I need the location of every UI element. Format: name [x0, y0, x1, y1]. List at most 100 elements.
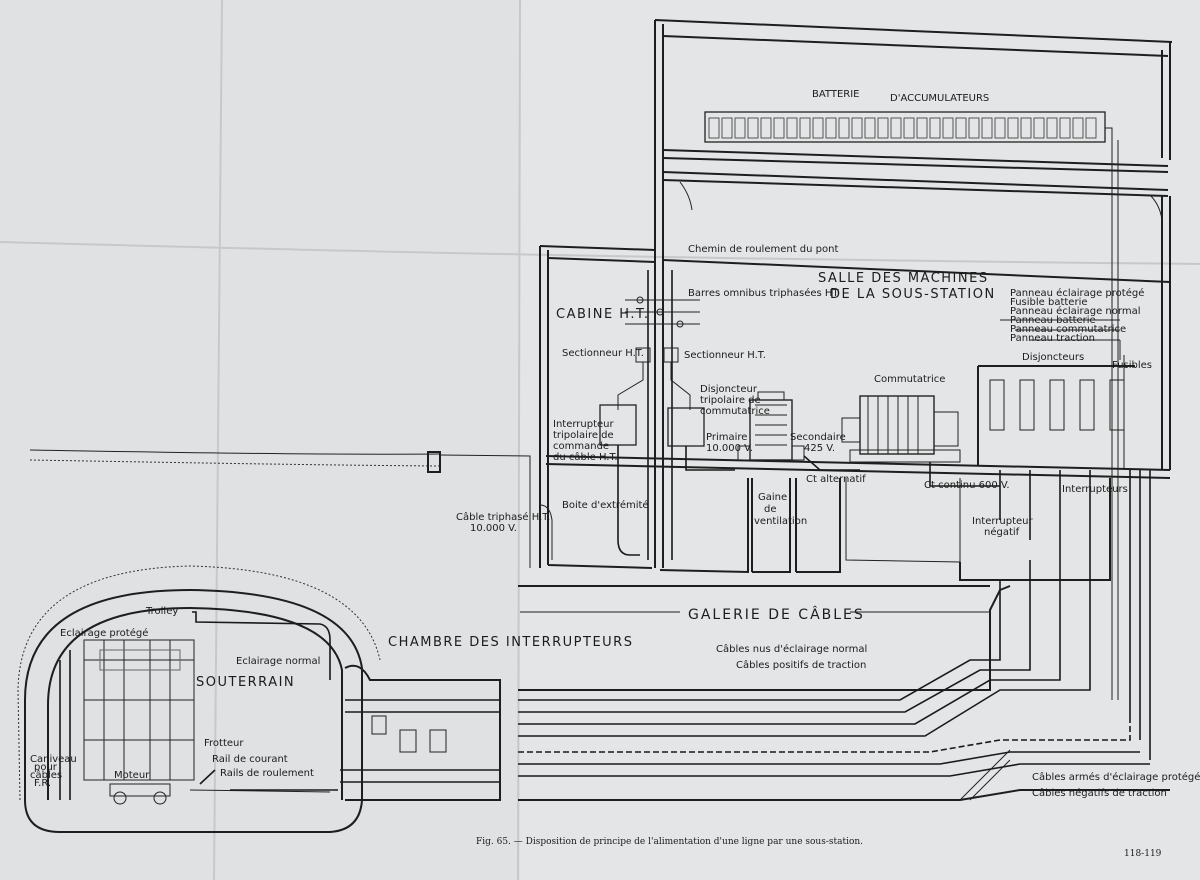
label-gaine-2: de	[764, 504, 777, 515]
label-interrupteur-4: du câble H.T.	[553, 451, 618, 463]
label-chemin-roulement: Chemin de roulement du pont	[688, 244, 838, 255]
label-batterie: BATTERIE	[812, 89, 860, 100]
label-cabine-ht: CABINE H.T.	[556, 307, 650, 322]
battery-cell	[929, 117, 941, 139]
label-chambre: CHAMBRE DES INTERRUPTEURS	[388, 635, 633, 650]
label-cable-triphase-2: 10.000 V.	[470, 523, 517, 534]
battery-cell	[838, 117, 850, 139]
building-structure	[29, 19, 1173, 587]
label-panneau-5: Panneau commutatrice	[1010, 324, 1126, 335]
label-panneau-1: Panneau éclairage protégé	[1010, 287, 1144, 299]
battery-cell	[1085, 117, 1097, 139]
battery-cell	[890, 117, 902, 139]
label-souterrain: SOUTERRAIN	[196, 675, 295, 690]
battery-cell	[903, 117, 915, 139]
labels: BATTERIE D'ACCUMULATEURS Chemin de roule…	[30, 89, 1200, 859]
battery-cell	[1072, 117, 1084, 139]
label-disjoncteur-3: commutatrice	[700, 406, 770, 417]
label-secondaire-1: Secondaire	[790, 432, 846, 443]
battery-cell	[760, 117, 772, 139]
tunnel-section	[17, 565, 381, 833]
battery-cell	[1007, 117, 1019, 139]
label-salle-machines-2: DE LA SOUS-STATION	[830, 287, 996, 302]
switch-chamber	[340, 664, 501, 801]
label-ct-alternatif: Ct alternatif	[806, 474, 866, 485]
panel-switch	[1019, 379, 1035, 431]
rotary-converter	[803, 395, 1000, 487]
label-fusibles: Fusibles	[1112, 360, 1152, 371]
label-barres-omnibus: Barres omnibus triphasées HT	[688, 287, 839, 299]
fold-line-horizontal	[0, 241, 1200, 265]
battery-cell	[968, 117, 980, 139]
label-cable-triphase-1: Câble triphasé H.T.	[456, 511, 550, 523]
figure-caption: Fig. 65. — Disposition de principe de l'…	[476, 837, 863, 847]
battery-cell	[1059, 117, 1071, 139]
ht-cabinet-equipment	[539, 270, 735, 560]
label-panneau-3: Panneau éclairage normal	[1010, 305, 1140, 317]
battery-cell	[799, 117, 811, 139]
battery-cell	[864, 117, 876, 139]
label-primaire-1: Primaire	[706, 432, 747, 443]
label-interrupteurs: Interrupteurs	[1062, 484, 1128, 495]
label-galerie: GALERIE DE CÂBLES	[688, 605, 865, 623]
label-salle-machines-1: SALLE DES MACHINES	[818, 271, 989, 286]
battery-cell	[955, 117, 967, 139]
label-panneau-2: Fusible batterie	[1010, 297, 1088, 308]
label-rails-roulement: Rails de roulement	[220, 768, 314, 779]
battery-cell	[734, 117, 746, 139]
fold-line-vertical-1	[213, 0, 223, 880]
label-interrupteur-1: Interrupteur	[553, 419, 615, 430]
battery-cell	[708, 117, 720, 139]
page-number: 118-119	[1124, 849, 1162, 859]
label-interrupteur-3: commande	[553, 441, 609, 452]
label-ct-continu: Ct continu 600 V.	[924, 480, 1010, 491]
label-caniveau-3: câbles	[30, 769, 62, 781]
label-panneau-6: Panneau traction	[1010, 333, 1095, 344]
battery-cell	[942, 117, 954, 139]
label-commutatrice: Commutatrice	[874, 374, 945, 385]
battery-cell	[994, 117, 1006, 139]
label-gaine-1: Gaine	[758, 492, 787, 503]
label-caniveau-2: pour	[34, 762, 58, 773]
label-interrupteur-negatif-1: Interrupteur	[972, 516, 1034, 527]
label-cables-negatifs: Câbles négatifs de traction	[1032, 787, 1167, 799]
cable-gallery	[518, 560, 1170, 801]
label-sectionneur-left: Sectionneur H.T.	[562, 348, 644, 359]
battery-cell	[812, 117, 824, 139]
label-panneau-4: Panneau batterie	[1010, 315, 1096, 326]
label-frotteur: Frotteur	[204, 738, 244, 749]
label-interrupteur-2: tripolaire de	[553, 430, 614, 441]
label-eclairage-normal: Eclairage normal	[236, 656, 320, 667]
label-rail-courant: Rail de courant	[212, 754, 288, 765]
battery-cell	[825, 117, 837, 139]
battery-cell	[786, 117, 798, 139]
battery-cell	[1046, 117, 1058, 139]
fold-line-vertical-2	[517, 0, 521, 880]
label-caniveau-4: F.R.	[34, 778, 51, 789]
label-caniveau-1: Caniveau	[30, 754, 77, 765]
label-cables-positifs: Câbles positifs de traction	[736, 659, 866, 671]
label-boite-extremite: Boite d'extrémité	[562, 499, 649, 511]
label-disjoncteur-2: tripolaire de	[700, 395, 761, 406]
battery-cell	[721, 117, 733, 139]
label-interrupteur-negatif-2: négatif	[984, 526, 1020, 538]
label-secondaire-2: 425 V.	[804, 443, 835, 454]
panel-switch	[989, 379, 1005, 431]
label-disjoncteur-1: Disjoncteur	[700, 384, 758, 395]
battery-cell	[773, 117, 785, 139]
label-disjoncteurs: Disjoncteurs	[1022, 352, 1084, 363]
battery-cell	[851, 117, 863, 139]
label-trolley: Trolley	[145, 606, 178, 617]
battery-cell	[916, 117, 928, 139]
battery-bank	[704, 111, 1119, 700]
panel-switch	[1049, 379, 1065, 431]
label-sectionneur-right: Sectionneur H.T.	[684, 350, 766, 361]
battery-cell	[1020, 117, 1032, 139]
battery-cell	[877, 117, 889, 139]
label-primaire-2: 10.000 V.	[706, 443, 753, 454]
label-accumulateurs: D'ACCUMULATEURS	[890, 93, 989, 104]
label-cables-armes: Câbles armés d'éclairage protégé	[1032, 771, 1200, 783]
label-cables-nus: Câbles nus d'éclairage normal	[716, 643, 867, 655]
label-moteur: Moteur	[114, 770, 150, 781]
